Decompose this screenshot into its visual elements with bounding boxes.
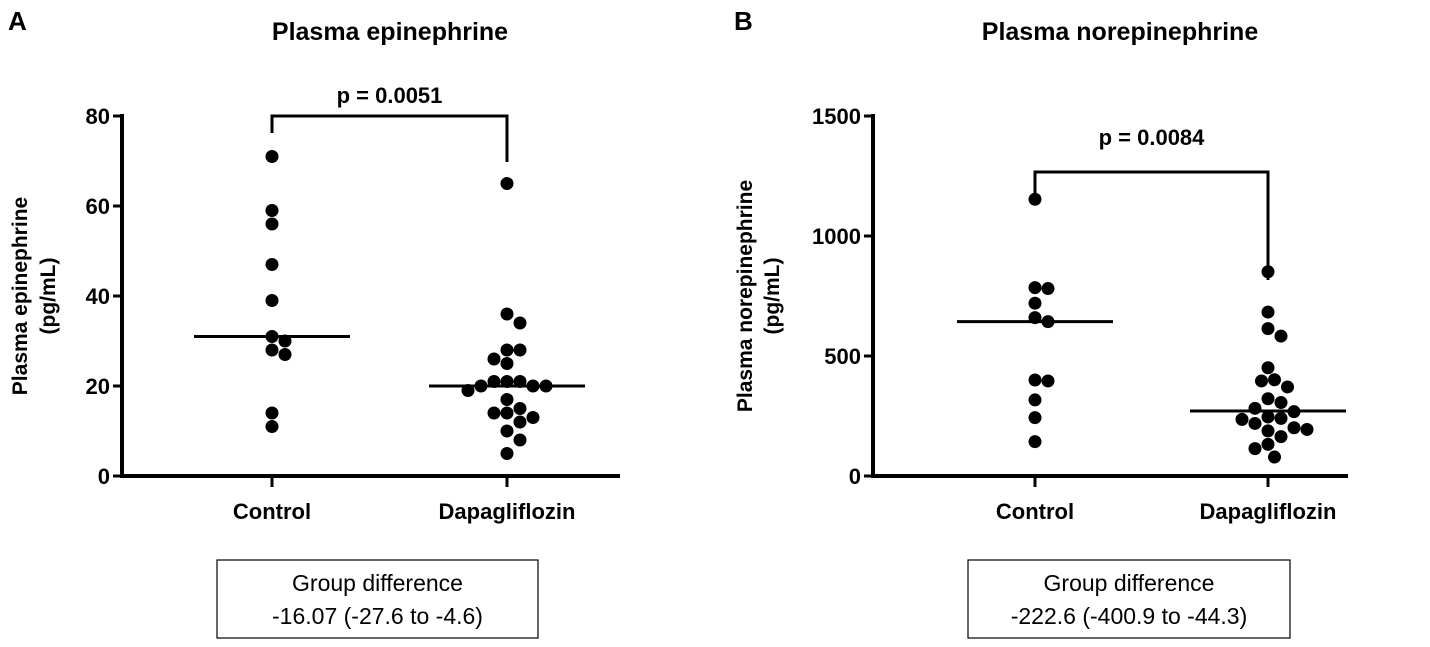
y-tick-label: 500 (824, 344, 861, 369)
significance-bracket (1033, 170, 1270, 280)
data-point-dapagliflozin (487, 352, 501, 366)
data-point-dapagliflozin (1261, 322, 1275, 336)
panel-letter: B (734, 6, 753, 36)
data-point-dapagliflozin (487, 406, 501, 420)
data-point-dapagliflozin (500, 393, 514, 406)
p-value-label: p = 0.0084 (1099, 125, 1206, 150)
data-point-control (265, 294, 279, 307)
data-point-dapagliflozin (1287, 421, 1301, 435)
y-tick-label: 0 (98, 464, 110, 489)
data-point-control (265, 258, 279, 271)
data-point-control (1028, 281, 1042, 295)
data-point-dapagliflozin (513, 316, 527, 330)
data-point-dapagliflozin (500, 357, 514, 370)
data-point-dapagliflozin (1261, 361, 1275, 375)
y-axis-label-unit: (pg/mL) (37, 258, 60, 335)
group-difference-label: Group difference (292, 570, 463, 596)
y-tick-label: 0 (849, 464, 861, 489)
data-point-control (265, 204, 279, 217)
data-point-dapagliflozin (1261, 410, 1275, 424)
data-point-control (1028, 192, 1042, 206)
data-point-control (1028, 296, 1042, 310)
data-point-dapagliflozin (1268, 450, 1281, 464)
data-point-dapagliflozin (500, 307, 514, 321)
data-point-dapagliflozin (1261, 424, 1275, 438)
data-point-dapagliflozin (1274, 411, 1288, 425)
data-point-dapagliflozin (1261, 305, 1275, 319)
data-point-dapagliflozin (500, 343, 514, 357)
data-point-control (1028, 373, 1042, 387)
data-point-control (1028, 435, 1042, 449)
group-difference-box (967, 559, 1291, 639)
y-tick-label: 60 (86, 194, 110, 219)
y-tick-label: 1500 (812, 104, 861, 129)
data-point-control (1028, 411, 1042, 425)
data-point-dapagliflozin (1274, 396, 1288, 410)
x-tick-label: Dapagliflozin (439, 499, 576, 524)
data-point-control (265, 150, 279, 163)
data-point-dapagliflozin (1261, 392, 1275, 406)
y-tick-label: 40 (86, 284, 110, 309)
data-point-dapagliflozin (1274, 430, 1288, 444)
data-point-dapagliflozin (1268, 373, 1281, 387)
data-point-dapagliflozin (526, 411, 540, 424)
data-point-dapagliflozin (1281, 380, 1294, 394)
y-axis-label: Plasma norepinephrine (734, 180, 757, 412)
data-point-control (265, 217, 279, 231)
data-point-dapagliflozin (1300, 422, 1314, 436)
x-tick-label: Dapagliflozin (1200, 499, 1337, 524)
y-axis-label-unit: (pg/mL) (761, 258, 784, 335)
chart-title: Plasma epinephrine (272, 18, 508, 46)
data-point-dapagliflozin (1261, 437, 1275, 451)
chart-title: Plasma norepinephrine (982, 18, 1259, 46)
y-tick-label: 20 (86, 374, 110, 399)
data-point-control (1041, 374, 1055, 388)
data-point-control (1041, 282, 1055, 296)
group-difference-value: -222.6 (-400.9 to -44.3) (1011, 603, 1248, 629)
data-point-control (265, 420, 279, 433)
group-difference-value: -16.07 (-27.6 to -4.6) (272, 603, 483, 629)
data-point-dapagliflozin (1255, 374, 1268, 388)
panel-letter: A (8, 6, 27, 36)
x-tick-label: Control (996, 499, 1074, 524)
y-tick-label: 80 (86, 104, 110, 129)
data-point-control (265, 343, 279, 357)
data-point-dapagliflozin (1274, 329, 1288, 343)
data-point-dapagliflozin (500, 424, 514, 438)
data-point-dapagliflozin (513, 402, 527, 415)
y-tick-label: 1000 (812, 224, 861, 249)
data-point-dapagliflozin (1248, 416, 1262, 430)
data-point-dapagliflozin (500, 406, 514, 420)
data-point-control (1028, 393, 1042, 407)
data-point-dapagliflozin (513, 433, 527, 447)
significance-bracket (270, 114, 509, 162)
y-axis-label: Plasma epinephrine (9, 197, 32, 395)
data-point-dapagliflozin (500, 177, 514, 190)
data-point-control (278, 348, 292, 361)
data-point-dapagliflozin (1248, 401, 1262, 415)
data-point-dapagliflozin (1248, 442, 1262, 456)
data-point-dapagliflozin (513, 343, 527, 357)
data-point-dapagliflozin (1235, 412, 1249, 426)
group-difference-label: Group difference (1044, 570, 1215, 596)
data-point-control (265, 406, 279, 420)
x-tick-label: Control (233, 499, 311, 524)
data-point-dapagliflozin (513, 415, 527, 429)
data-point-dapagliflozin (500, 447, 514, 460)
p-value-label: p = 0.0051 (337, 83, 443, 108)
group-difference-box (216, 559, 539, 639)
